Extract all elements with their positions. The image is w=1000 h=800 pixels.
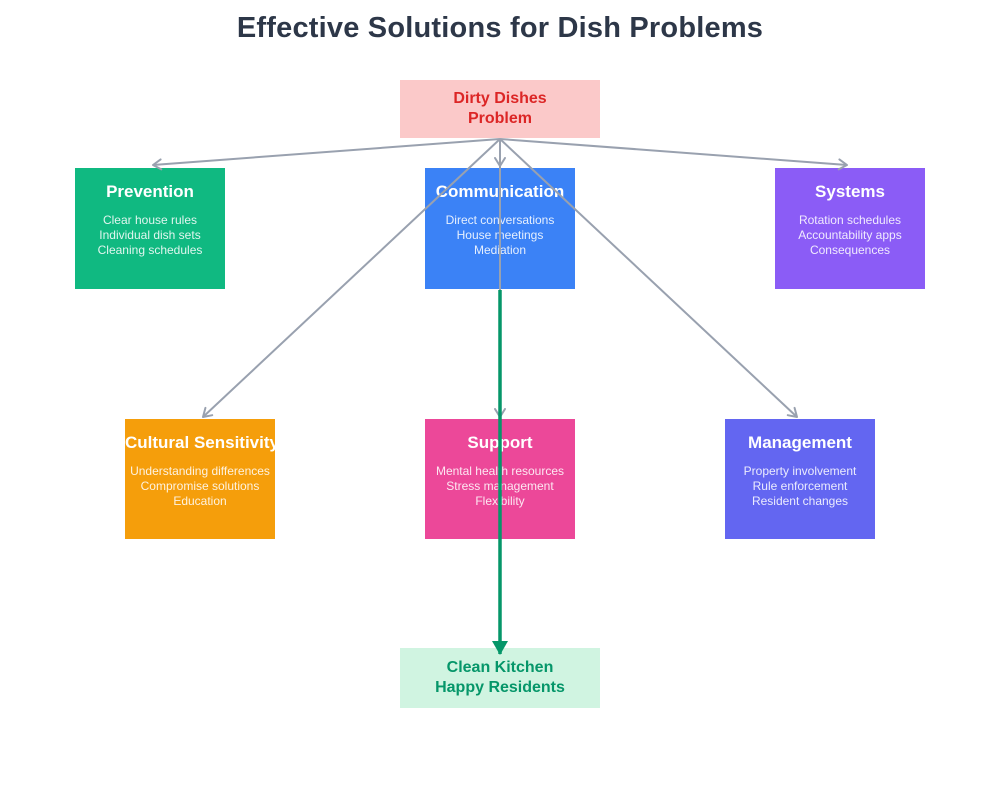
node-clean-kitchen-outcome: Clean Kitchen Happy Residents — [400, 648, 600, 708]
node-items: Clear house rules Individual dish sets C… — [75, 213, 225, 258]
node-items: Mental health resources Stress managemen… — [425, 464, 575, 509]
node-label-line: Problem — [467, 110, 532, 127]
node-items: Rotation schedules Accountability apps C… — [775, 213, 925, 258]
node-cultural-sensitivity: Cultural Sensitivity Understanding diffe… — [125, 419, 279, 539]
node-item: Cleaning schedules — [97, 243, 203, 257]
node-label-line: Dirty Dishes — [453, 90, 547, 107]
node-item: House meetings — [456, 228, 544, 242]
node-item: Stress management — [446, 479, 554, 493]
node-item: Clear house rules — [102, 213, 198, 227]
node-items: Direct conversations House meetings Medi… — [425, 213, 575, 258]
node-items: Property involvement Rule enforcement Re… — [725, 464, 875, 509]
node-systems: Systems Rotation schedules Accountabilit… — [775, 168, 925, 289]
node-title: Management — [748, 433, 852, 452]
arrow-problem-to-systems — [499, 138, 848, 171]
node-title: Systems — [815, 182, 885, 201]
node-title: Cultural Sensitivity — [125, 433, 279, 452]
node-item: Rule enforcement — [752, 479, 848, 493]
node-item: Consequences — [809, 243, 891, 257]
node-item: Property involvement — [743, 464, 857, 478]
arrow-problem-to-prevention — [152, 138, 501, 171]
node-item: Compromise solutions — [140, 479, 260, 493]
node-label-line: Clean Kitchen — [446, 659, 554, 676]
node-item: Direct conversations — [445, 213, 555, 227]
node-item: Education — [173, 494, 227, 508]
node-title: Support — [467, 433, 533, 452]
node-label-line: Happy Residents — [435, 679, 565, 696]
node-item: Accountability apps — [798, 228, 902, 242]
node-item: Mediation — [473, 243, 527, 257]
node-item: Resident changes — [751, 494, 849, 508]
node-management: Management Property involvement Rule enf… — [725, 419, 875, 539]
page-title: Effective Solutions for Dish Problems — [236, 12, 764, 44]
node-item: Rotation schedules — [798, 213, 902, 227]
node-items: Understanding differences Compromise sol… — [125, 464, 275, 509]
node-title: Communication — [435, 182, 565, 201]
node-dirty-dishes-problem: Dirty Dishes Problem — [400, 80, 600, 138]
node-item: Individual dish sets — [99, 228, 201, 242]
node-title: Prevention — [106, 182, 194, 201]
node-support: Support Mental health resources Stress m… — [425, 419, 575, 539]
node-prevention: Prevention Clear house rules Individual … — [75, 168, 225, 289]
node-item: Mental health resources — [435, 464, 565, 478]
node-item: Flexibility — [475, 494, 525, 508]
node-item: Understanding differences — [130, 464, 270, 478]
node-communication: Communication Direct conversations House… — [425, 168, 575, 289]
